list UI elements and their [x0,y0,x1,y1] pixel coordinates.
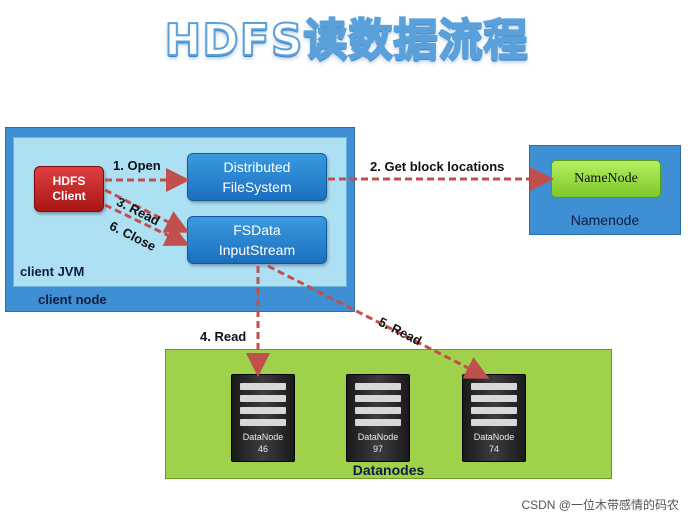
arrow-close-6 [104,203,190,247]
datanode-name: DataNode [357,432,399,442]
distributed-filesystem-box: Distributed FileSystem [187,153,327,201]
hdfs-client-line2: Client [52,189,86,203]
namenode-label: Namenode [570,212,640,228]
client-jvm-label: client JVM [20,264,85,279]
datanode-server-2: DataNode 97 [346,374,410,462]
step-get-block-label: 2. Get block locations [370,159,505,174]
datanodes-label: Datanodes [352,462,425,478]
arrow-read-5 [267,264,490,379]
datanode-number: 74 [488,444,499,454]
fsdata-line2: InputStream [218,242,296,258]
dfs-line2: FileSystem [222,179,292,195]
namenode-inner-box: NameNode [551,160,661,198]
fsdata-inputstream-box: FSData InputStream [187,216,327,264]
hdfs-client-box: HDFS Client [34,166,104,212]
step-open-label: 1. Open [113,158,161,173]
datanode-name: DataNode [473,432,515,442]
hdfs-client-line1: HDFS [52,174,86,188]
fsdata-line1: FSData [233,222,281,238]
step-read4-label: 4. Read [200,329,247,344]
datanode-number: 97 [372,444,383,454]
page-title: HDFS读数据流程 [163,14,529,67]
client-node-label: client node [38,292,107,307]
datanode-number: 46 [257,444,268,454]
datanode-server-3: DataNode 74 [462,374,526,462]
datanode-server-1: DataNode 46 [231,374,295,462]
datanode-name: DataNode [242,432,284,442]
watermark: CSDN @一位木带感情的码农 [521,498,679,512]
arrow-read-3 [104,188,190,233]
dfs-line1: Distributed [223,159,291,175]
